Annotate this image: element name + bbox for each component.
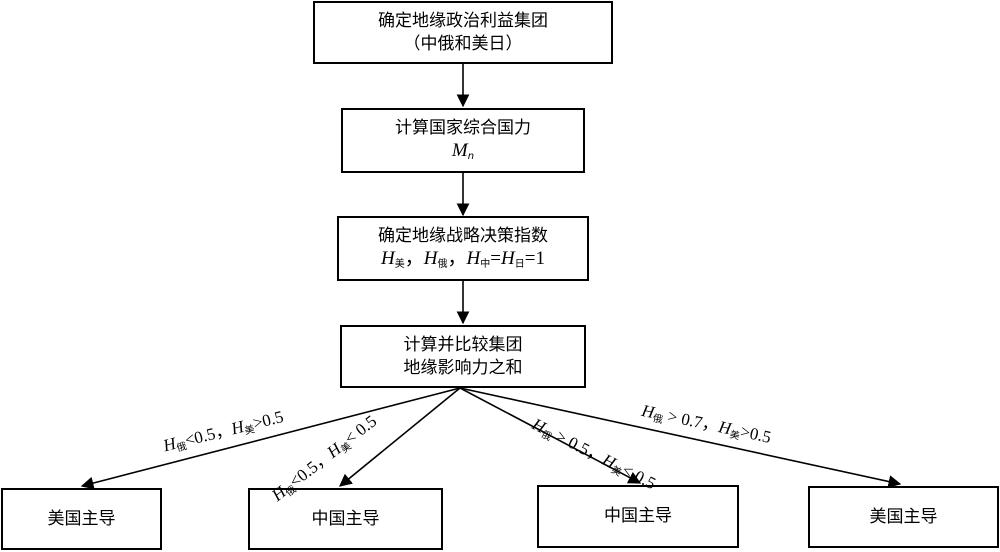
node-compare-influence-line1: 计算并比较集团	[403, 335, 523, 356]
node-strategy-index-line1: 确定地缘战略决策指数	[378, 226, 548, 247]
node-identify-groups-line1: 确定地缘政治利益集团	[378, 11, 548, 32]
outcome-china-led-2: 中国主导	[537, 485, 739, 548]
arrow-n4-o2	[339, 387, 461, 487]
outcome-china-led-1: 中国主导	[248, 488, 443, 550]
node-national-power: 计算国家综合国力 Mn	[341, 108, 585, 173]
outcome-us-led-2: 美国主导	[808, 486, 999, 548]
node-strategy-index: 确定地缘战略决策指数 H美，H俄，H中=H日=1	[337, 216, 589, 281]
node-strategy-index-formula: H美，H俄，H中=H日=1	[381, 248, 545, 271]
node-national-power-line1: 计算国家综合国力	[395, 118, 531, 139]
node-compare-influence-line2: 地缘影响力之和	[403, 357, 523, 378]
node-national-power-formula: Mn	[451, 140, 475, 163]
arrow-n4-o3	[459, 387, 642, 484]
node-identify-groups-line2: （中俄和美日）	[403, 33, 523, 54]
node-compare-influence: 计算并比较集团 地缘影响力之和	[340, 325, 586, 388]
arrow-n4-o4	[459, 387, 902, 488]
outcome-us-led-1: 美国主导	[1, 488, 162, 550]
arrow-n4-o1	[80, 387, 461, 490]
node-identify-groups: 确定地缘政治利益集团 （中俄和美日）	[313, 1, 613, 64]
